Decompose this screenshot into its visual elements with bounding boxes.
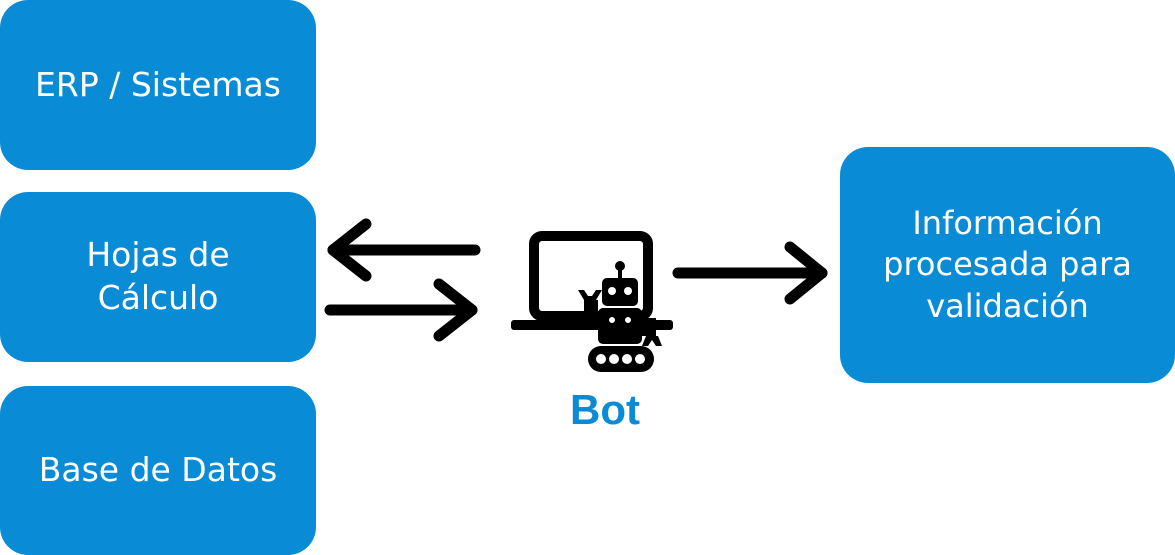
arrow-right-icon <box>324 278 478 342</box>
laptop-robot-icon <box>511 231 673 372</box>
bot-label: Bot <box>570 386 640 433</box>
base-de-datos-box: Base de Datos <box>0 386 316 555</box>
output-info-label: Información procesada para validación <box>883 203 1132 325</box>
output-info-box: Información procesada para validación <box>840 147 1175 383</box>
erp-sistemas-box: ERP / Sistemas <box>0 0 316 170</box>
base-de-datos-label: Base de Datos <box>38 450 278 490</box>
hojas-de-calculo-label: Hojas de Cálculo <box>86 235 230 317</box>
hojas-de-calculo-box: Hojas de Cálculo <box>0 192 316 362</box>
erp-sistemas-label: ERP / Sistemas <box>35 64 281 104</box>
arrow-to-output-icon <box>672 241 828 305</box>
arrow-left-icon <box>327 218 481 282</box>
